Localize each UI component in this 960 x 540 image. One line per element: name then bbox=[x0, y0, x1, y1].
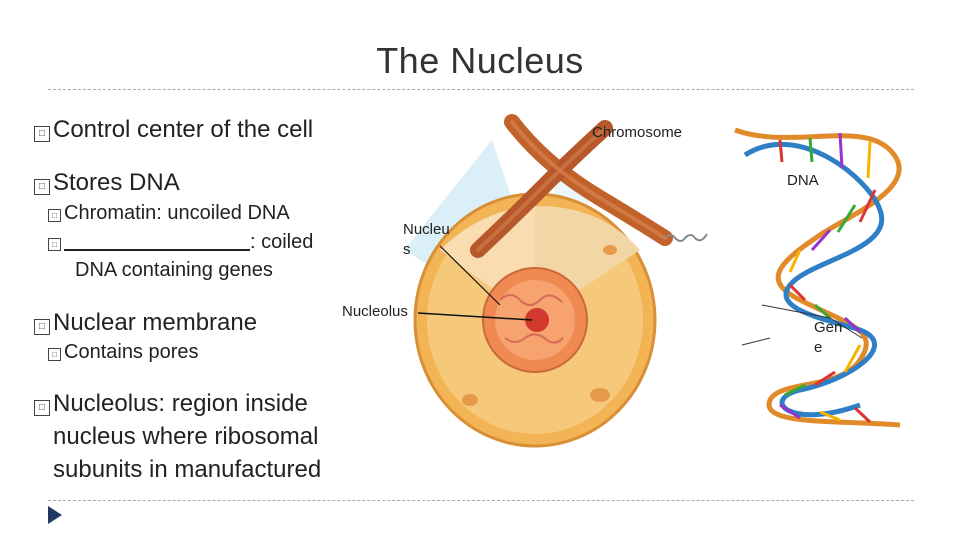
sub-bullet-pores: □Contains pores bbox=[48, 338, 199, 367]
bullet-icon: □ bbox=[34, 126, 50, 142]
gene-bracket bbox=[761, 304, 863, 339]
bullet-nucleolus-line3: subunits in manufactured bbox=[53, 456, 322, 483]
chromatin-strand bbox=[499, 294, 563, 306]
sub-bullet-fill-in: □: coiled bbox=[48, 228, 313, 257]
organelle bbox=[590, 388, 610, 402]
gene-label: Gen e bbox=[814, 319, 843, 356]
top-divider bbox=[48, 89, 914, 90]
cell-illustration bbox=[413, 192, 657, 448]
bullet-control-center: □Control center of the cell bbox=[34, 113, 313, 146]
slide-title: The Nucleus bbox=[376, 40, 584, 81]
organelle bbox=[462, 394, 478, 406]
bullet-icon: □ bbox=[34, 319, 50, 335]
sub-bullet-icon: □ bbox=[48, 209, 61, 222]
dna-helix bbox=[734, 127, 902, 428]
fill-in-blank[interactable] bbox=[64, 231, 250, 251]
nucleolus-leader-line bbox=[417, 312, 533, 321]
nucleus-label: Nucleu s bbox=[403, 221, 450, 258]
nucleus-leader-line bbox=[439, 245, 501, 306]
organelle bbox=[603, 245, 617, 255]
nucleolus-label: Nucleolus bbox=[342, 303, 408, 320]
chromosome-label: Chromosome bbox=[592, 124, 683, 141]
nucleus-diagram bbox=[404, 114, 902, 448]
dna-label: DNA bbox=[787, 172, 819, 189]
bottom-divider bbox=[48, 500, 914, 501]
chromosome-illustration bbox=[470, 114, 708, 258]
sub-bullet-chromatin: □Chromatin: uncoiled DNA bbox=[48, 199, 290, 228]
play-arrow-icon[interactable] bbox=[48, 506, 62, 524]
sub-bullet-fill-in-continued: DNA containing genes bbox=[75, 259, 273, 281]
bullet-icon: □ bbox=[34, 179, 50, 195]
chromatin-strand bbox=[504, 333, 564, 344]
bullet-icon: □ bbox=[34, 400, 50, 416]
sub-bullet-icon: □ bbox=[48, 348, 61, 361]
bullet-nuclear-membrane: □Nuclear membrane bbox=[34, 306, 257, 339]
bullet-nucleolus: □Nucleolus: region inside bbox=[34, 387, 308, 420]
gene-bracket-end bbox=[741, 337, 771, 346]
sub-bullet-icon: □ bbox=[48, 238, 61, 251]
bullet-stores-dna: □Stores DNA bbox=[34, 166, 180, 199]
bullet-nucleolus-line2: nucleus where ribosomal bbox=[53, 423, 319, 450]
nucleolus bbox=[525, 308, 549, 332]
